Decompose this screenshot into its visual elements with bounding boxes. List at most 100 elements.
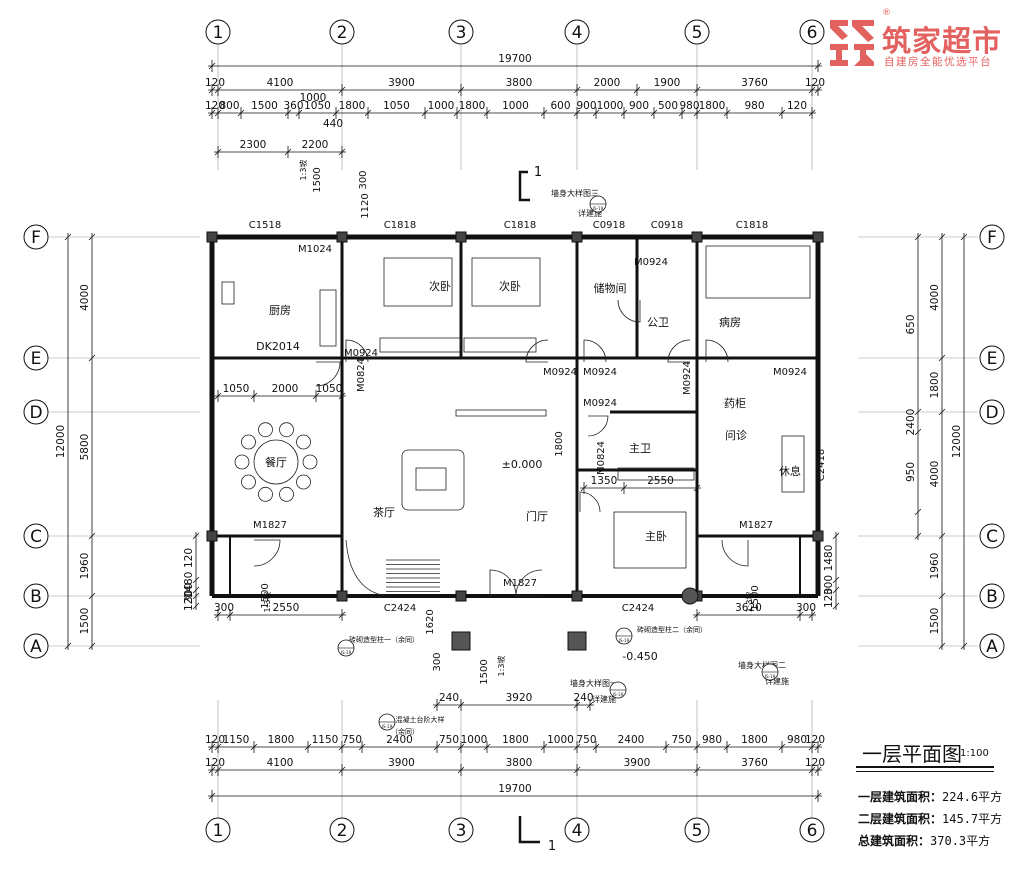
- dim-bottom-total-label-0: 19700: [498, 783, 531, 795]
- column-4: [691, 231, 703, 243]
- dim-bottom-row2-label-6: 120: [805, 757, 825, 769]
- dim-top-row2-label-13: 900: [629, 100, 649, 112]
- dim-misc-300b: 300: [358, 170, 369, 189]
- window-tag-5: C1818: [736, 220, 768, 231]
- dim-right-total-tick-1: [960, 642, 968, 650]
- axis-right-C-label: C: [986, 527, 998, 547]
- area-floor2-label: 二层建筑面积：: [858, 812, 943, 826]
- dim-top-row1-label-1: 4100: [267, 77, 294, 89]
- dim-bottom-row1-label-11: 2400: [618, 734, 645, 746]
- dim-right-inner-tick-1: [914, 408, 922, 416]
- dim-bay-right-label-1: 300: [796, 602, 816, 614]
- note-detail-ref-1: 详建施: [578, 208, 602, 218]
- dim-top-row1-label-3: 3800: [506, 77, 533, 89]
- room-label-kitchen: 厨房: [269, 304, 291, 317]
- area-total-label: 总建筑面积：: [858, 834, 931, 848]
- dim-left-inner-tick-4: [192, 602, 200, 610]
- room-label-foyer: 门厅: [526, 509, 548, 523]
- axis-top-3-label: 3: [456, 23, 467, 43]
- dining-chair-6: [241, 434, 256, 450]
- dim-right-porch-label-0: 1480: [823, 545, 835, 572]
- section-mark-top: [518, 170, 530, 202]
- dim-top-row1-label-6: 3760: [741, 77, 768, 89]
- note-slope-1: 1:3坡: [262, 592, 272, 613]
- window-tag-1: C1818: [384, 220, 416, 231]
- note-wall-detail-1: 墙身大样图一: [570, 678, 618, 688]
- dim-bottom-row2-label-2: 3900: [388, 757, 415, 769]
- note-wall-detail-2: 墙身大样图二: [738, 660, 786, 670]
- dim-right-inner-tick-3: [914, 508, 922, 516]
- dim-left-inner-tick-2: [192, 586, 200, 594]
- axis-bottom-1-circle: [205, 817, 231, 843]
- door-tag-12: M1827: [503, 578, 537, 589]
- dim-top-row2-label-9: 1000: [502, 100, 529, 112]
- axis-left-C-circle: [23, 523, 49, 549]
- dining-chair-9: [296, 434, 311, 450]
- door-masterbed: [579, 491, 601, 513]
- bed-2: [471, 257, 541, 307]
- dining-chair-5: [234, 454, 250, 470]
- dim-top-row2-label-1: 800: [219, 100, 239, 112]
- dim-left-inner-tick-0: [192, 532, 200, 540]
- dim-top-row2-label-0: 120: [205, 100, 225, 112]
- dim-dining-label-2: 1050: [316, 383, 343, 395]
- column-5: [812, 231, 824, 243]
- room-label-tea_room: 茶厅: [373, 506, 395, 519]
- column-6: [206, 530, 218, 542]
- dim-bay-left-label-1: 2550: [273, 602, 300, 614]
- note-wall-detail-3: 墙身大样图三: [551, 188, 599, 198]
- dim-right-outer-label-4: 1500: [929, 608, 941, 635]
- dim-left-outer-label-1: 5800: [79, 434, 91, 461]
- axis-bottom-4-circle: [564, 817, 590, 843]
- door-tag-7: M0924: [583, 398, 617, 409]
- dim-left-total-tick-1: [64, 642, 72, 650]
- dim-right-porch-tick-3: [832, 602, 840, 610]
- axis-top-5-circle: [684, 19, 710, 45]
- detail-ref-js19-0: JS-19: [592, 206, 604, 211]
- note-slope-3: 1:3坡: [744, 592, 754, 613]
- dim-bottom-row2-label-1: 4100: [267, 757, 294, 769]
- section-label-top: 1: [534, 165, 542, 180]
- dim-bottom-row2-label-0: 120: [205, 757, 225, 769]
- drawing-title: 一层平面图: [862, 742, 962, 766]
- dim-bottom-row2-label-3: 3800: [506, 757, 533, 769]
- dim-right-outer-label-2: 4000: [929, 461, 941, 488]
- dim-right-outer-label-3: 1960: [929, 553, 941, 580]
- dim-top-row1-label-4: 2000: [594, 77, 621, 89]
- dim-left-outer-label-0: 4000: [79, 284, 91, 311]
- note-column-1: 砖砌造型柱一（余同）: [349, 635, 419, 644]
- dim-bottom-row2-label-5: 3760: [741, 757, 768, 769]
- axis-right-B-label: B: [986, 587, 998, 607]
- area-total-value: 370.3平方: [930, 834, 991, 848]
- furniture: [221, 245, 811, 597]
- dim-bottom-row1-label-0: 120: [205, 734, 225, 746]
- dim-misc-1500d: 1500: [260, 583, 271, 608]
- dim-bottom-row1-label-8: 1800: [502, 734, 529, 746]
- kitchen-counter: [319, 289, 337, 347]
- dim-right-outer-label-1: 1800: [929, 372, 941, 399]
- dim-dining-label-0: 1050: [223, 383, 250, 395]
- dim-right-total-label-0: 12000: [951, 425, 963, 458]
- title-block: 一层平面图 1:100 一层建筑面积：224.6平方 二层建筑面积：145.7平…: [842, 738, 1002, 858]
- axis-top-1-circle: [205, 19, 231, 45]
- porch-column-left: [451, 631, 471, 651]
- axis-left-E-label: E: [31, 349, 42, 369]
- dim-top-row1-label-7: 120: [805, 77, 825, 89]
- brand-logo: ® 筑家超市 自建房全能优选平台: [826, 8, 1022, 74]
- detail-ref-js19-4: JS-19: [612, 692, 624, 697]
- window-tag-2: C1818: [504, 220, 536, 231]
- axis-right-E-label: E: [987, 349, 998, 369]
- dim-top-row1-label-2: 3900: [388, 77, 415, 89]
- room-label-pharmacy: 药柜: [724, 397, 746, 410]
- room-label-rest: 休息: [779, 464, 801, 478]
- dim-left-outer-tick-3: [88, 592, 96, 600]
- dim-top-row2-label-5: 1800: [339, 100, 366, 112]
- dim-right-outer-tick-2: [938, 408, 946, 416]
- dining-chair-3: [258, 486, 273, 502]
- note-detail-ref-2: 详建施: [765, 676, 789, 686]
- room-label-public_wc: 公卫: [647, 316, 669, 329]
- window-tag-3: C0918: [593, 220, 625, 231]
- rest-bed: [781, 435, 805, 493]
- door-consult-bay: [721, 539, 749, 567]
